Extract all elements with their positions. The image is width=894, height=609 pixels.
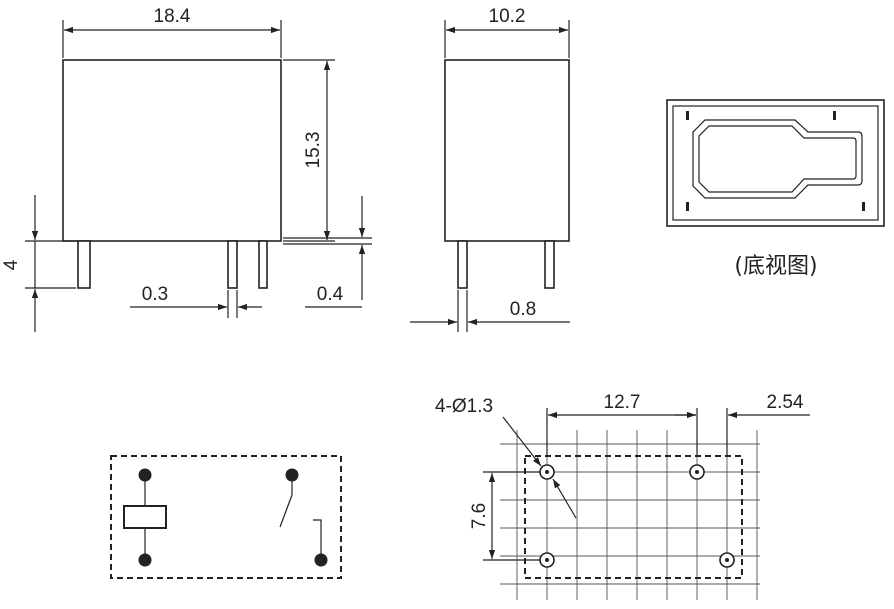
side-pin-left (457, 240, 468, 289)
pitch-x-label: 12.7 (604, 392, 641, 413)
pin-height-label: 4 (1, 259, 22, 270)
relay-body-front (62, 59, 282, 242)
pitch-y-label: 7.6 (469, 503, 490, 529)
pcb-layout: 4-Ø1.3 12.7 2.54 7.6 (435, 392, 810, 600)
bottom-view: (底视图) (666, 99, 885, 279)
schematic (110, 455, 342, 579)
width-dimension-label: 18.4 (154, 6, 191, 27)
pin-thickness-label: 0.4 (317, 284, 344, 305)
side-pin-right (544, 240, 555, 289)
pitch-offset-label: 2.54 (767, 392, 804, 413)
front-pin-middle (227, 240, 238, 289)
side-width-label: 10.2 (489, 6, 526, 27)
switch-contact-icon (279, 494, 293, 528)
side-pin-width-label: 0.8 (510, 299, 536, 320)
side-view: 10.2 0.8 (410, 6, 570, 332)
hole-spec-label: 4-Ø1.3 (435, 396, 493, 417)
height-dimension-label: 15.3 (303, 132, 324, 169)
bottom-view-caption: (底视图) (734, 254, 817, 279)
pin-gap-label: 0.3 (142, 284, 168, 305)
front-pin-left (77, 240, 91, 289)
front-pin-right (258, 240, 268, 289)
relay-body-side (444, 59, 570, 242)
coil-icon (123, 505, 167, 529)
front-view: 18.4 15.3 4 0.3 0.4 (1, 6, 372, 332)
